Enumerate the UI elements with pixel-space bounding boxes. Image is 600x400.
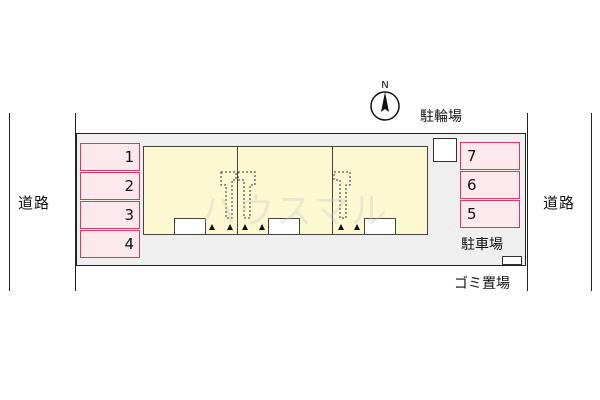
bicycle-parking-label: 駐輪場 (420, 109, 462, 125)
watermark: ハウスマル (200, 191, 389, 232)
garbage-area-box (502, 256, 522, 265)
parking-slot-4: 4 (80, 230, 140, 258)
parking-slot-1: 1 (80, 143, 140, 171)
garbage-area-label: ゴミ置場 (454, 276, 510, 292)
entrance-porch-2 (268, 218, 300, 235)
parking-slot-3: 3 (80, 201, 140, 229)
entrance-porch-1 (174, 218, 206, 235)
bicycle-parking-box (433, 138, 457, 162)
road-edge-right-outer (591, 113, 592, 291)
parking-slot-2: 2 (80, 172, 140, 200)
road-edge-left-inner (75, 113, 76, 291)
parking-slot-7: 7 (460, 142, 520, 170)
parking-slot-number: 2 (124, 177, 134, 195)
compass-icon: N (369, 78, 401, 126)
parking-slot-number: 3 (124, 206, 134, 224)
parking-slot-number: 4 (124, 235, 134, 253)
parking-slot-6: 6 (460, 171, 520, 199)
road-edge-left-outer (9, 113, 10, 291)
parking-slot-number: 5 (467, 205, 477, 223)
parking-slot-number: 7 (467, 147, 477, 165)
road-label-right: 道路 (543, 194, 576, 212)
parking-slot-number: 6 (467, 176, 477, 194)
parking-slot-number: 1 (124, 148, 134, 166)
compass-north-label: N (381, 80, 388, 91)
parking-slot-5: 5 (460, 200, 520, 228)
road-label-left: 道路 (18, 194, 51, 212)
road-edge-right-inner (527, 113, 528, 291)
entrance-porch-3 (364, 218, 396, 235)
car-parking-label: 駐車場 (461, 237, 503, 253)
